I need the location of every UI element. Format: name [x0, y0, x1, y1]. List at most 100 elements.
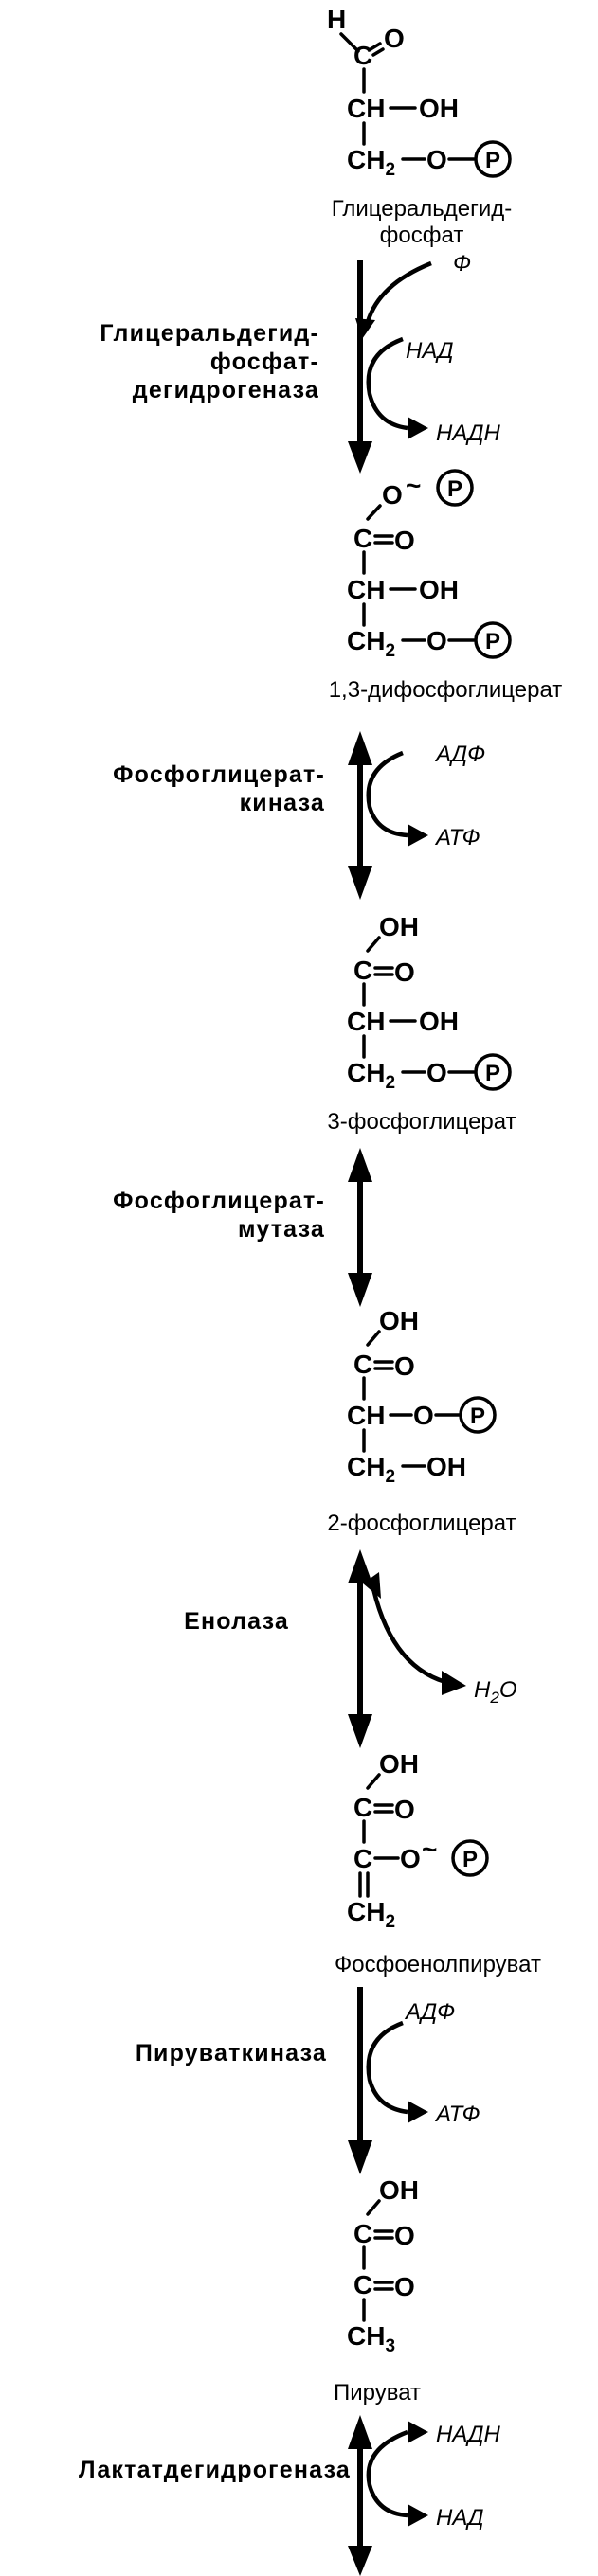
phosphate-icon — [436, 469, 474, 507]
atom-c: C — [353, 1350, 372, 1379]
cofactor-curve — [369, 1579, 446, 1685]
cofactor-curve — [366, 2429, 408, 2518]
reaction-arrow — [348, 1148, 372, 1307]
enzyme-label: дегидрогеназа — [133, 377, 319, 403]
cofactor-arrow-head — [355, 318, 375, 339]
structure-phosphoenolpyruvate: OH C O C O ~ P CH2 — [347, 1749, 489, 1932]
atom-o: O — [394, 526, 415, 555]
cofactor-label: НАДН — [436, 420, 501, 446]
compound-name: 1,3-дифосфоглицерат — [329, 677, 563, 703]
structure-glyceraldehyde-phosphate: H C O CH OH CH2 O P — [327, 5, 512, 180]
phosphate-icon — [474, 140, 512, 178]
atom-o: O — [426, 626, 447, 655]
cofactor-arrow-head — [363, 1572, 381, 1599]
phosphate-label: P — [485, 1061, 500, 1086]
atom-o: O — [382, 480, 403, 510]
atom-o: O — [394, 957, 415, 987]
cofactor-label: НАД — [436, 2505, 484, 2531]
arrow-head-down — [348, 1273, 372, 1307]
reaction-arrow: Ф НАД НАДН — [348, 251, 501, 474]
atom-ch: CH — [347, 1007, 385, 1036]
atom-o: O — [400, 1844, 421, 1873]
double-bond — [369, 42, 382, 51]
atom-oh: OH — [419, 1007, 459, 1036]
atom-c: C — [353, 2270, 372, 2299]
cofactor-label: АТФ — [434, 825, 480, 850]
atom-ch2: CH2 — [347, 145, 395, 180]
atom-oh: OH — [379, 2175, 419, 2205]
cofactor-curve — [366, 2020, 408, 2115]
atom-ch2: CH2 — [347, 1452, 395, 1487]
arrow-head-up — [348, 1549, 372, 1583]
cofactor-arrow-head — [408, 417, 428, 439]
atom-oh: OH — [379, 912, 419, 941]
cofactor-arrow-head — [442, 1671, 466, 1695]
cofactor-arrow-head — [408, 2421, 428, 2443]
phosphate-icon — [474, 621, 512, 659]
arrow-head-down — [348, 441, 372, 474]
structure-1-3-bisphosphoglycerate: O ~ P C O CH OH CH2 O P — [347, 469, 512, 661]
arrow-head-up — [348, 1148, 372, 1182]
atom-o: O — [413, 1401, 434, 1430]
phosphate-label: P — [462, 1847, 478, 1872]
enzyme-label: Фосфоглицерат- — [113, 1188, 325, 1214]
phosphate-label: P — [485, 629, 500, 654]
atom-oh: OH — [419, 575, 459, 604]
arrow-head-up — [348, 731, 372, 765]
compound-name: Глицеральдегид- — [332, 196, 513, 222]
atom-ch: CH — [347, 94, 385, 123]
atom-c: C — [353, 41, 372, 70]
atom-o: O — [394, 1795, 415, 1824]
bond — [366, 2199, 381, 2216]
cofactor-curve — [365, 260, 432, 323]
enzyme-label: мутаза — [238, 1216, 325, 1243]
atom-ch3: CH3 — [347, 2321, 395, 2356]
atom-o: O — [426, 145, 447, 174]
cofactor-label: H2O — [474, 1677, 516, 1707]
atom-oh: OH — [419, 94, 459, 123]
reaction-arrow: АДФ АТФ — [348, 1987, 480, 2174]
atom-o: O — [384, 24, 405, 53]
enzyme-label: Пируваткиназа — [136, 2040, 327, 2066]
structure-3-phosphoglycerate: OH C O CH OH CH2 O P — [347, 912, 512, 1093]
cofactor-label: АДФ — [434, 742, 485, 767]
atom-c: C — [353, 2219, 372, 2248]
double-bond — [371, 47, 385, 57]
atom-o: O — [426, 1058, 447, 1087]
atom-c: C — [353, 956, 372, 985]
compound-name: фосфат — [380, 223, 464, 248]
enzyme-label: Глицеральдегид- — [100, 320, 319, 347]
enzyme-label: киназа — [240, 790, 325, 816]
cofactor-label: АТФ — [434, 2102, 480, 2127]
cofactor-label: Ф — [453, 251, 471, 277]
cofactor-label: НАДН — [436, 2422, 501, 2447]
atom-oh: OH — [379, 1306, 419, 1335]
atom-ch: CH — [347, 575, 385, 604]
cofactor-arrow-head — [408, 824, 428, 847]
arrow-head-down — [348, 1714, 372, 1748]
enzyme-label: Лактатдегидрогеназа — [79, 2457, 351, 2483]
phosphate-icon — [451, 1839, 489, 1877]
enzyme-label: Фосфоглицерат- — [113, 761, 325, 788]
atom-c: C — [353, 1844, 372, 1873]
arrow-head-down — [348, 2140, 372, 2174]
phosphate-label: P — [485, 148, 500, 173]
bond — [366, 936, 381, 953]
phosphate-icon — [474, 1053, 512, 1091]
reaction-arrow: АДФ АТФ — [348, 731, 485, 900]
atom-h: H — [327, 5, 346, 34]
enzyme-label: Енолаза — [184, 1608, 289, 1635]
atom-ch2: CH2 — [347, 1058, 395, 1093]
cofactor-label: НАД — [406, 338, 454, 364]
bond — [339, 32, 360, 53]
cofactor-curve — [366, 750, 408, 838]
compound-name: 3-фосфоглицерат — [327, 1109, 516, 1135]
cofactor-arrow-head — [408, 2504, 428, 2527]
cofactor-label: АДФ — [404, 1999, 455, 2025]
structure-pyruvate: OH C O C O CH3 — [347, 2175, 419, 2356]
tilde: ~ — [406, 471, 421, 500]
arrow-head-down — [348, 866, 372, 900]
phosphate-icon — [459, 1396, 497, 1434]
cofactor-curve — [366, 336, 408, 431]
